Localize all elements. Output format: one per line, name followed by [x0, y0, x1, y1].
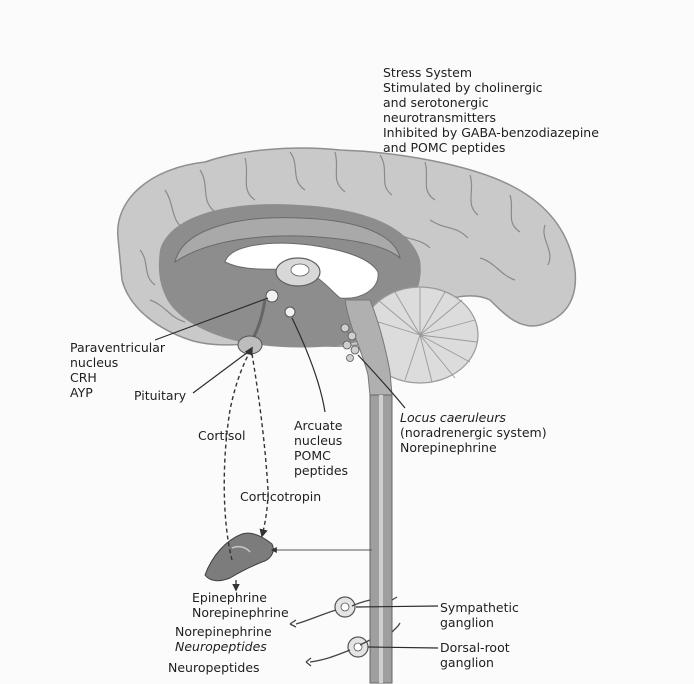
dorsal-root-ganglion-label: Dorsal-root ganglion [440, 640, 510, 670]
adrenal-output-label: Epinephrine Norepinephrine [192, 590, 289, 620]
corticotropin-label: Corticotropin [240, 489, 321, 504]
caption-line: neurotransmitters [383, 110, 599, 125]
sympathetic-ganglion-label: Sympathetic ganglion [440, 600, 519, 630]
neuropeptides-label: Neuropeptides [168, 660, 260, 675]
caption-line: Stimulated by cholinergic [383, 80, 599, 95]
caption-line: and serotonergic [383, 95, 599, 110]
pituitary-label: Pituitary [134, 388, 186, 403]
cortisol-label: Cortisol [198, 428, 246, 443]
nerve-output-label: Norepinephrine Neuropeptides [175, 624, 272, 654]
caption-line: Inhibited by GABA-benzodiazepine [383, 125, 599, 140]
paraventricular-nucleus [266, 290, 278, 302]
sympathetic-ganglion [335, 597, 355, 617]
stress-system-title: Stress System [383, 65, 599, 80]
cortisol-feedback-path [224, 348, 252, 560]
stress-system-caption: Stress System Stimulated by cholinergic … [383, 65, 599, 155]
adrenal-gland [205, 533, 273, 581]
caption-line: and POMC peptides [383, 140, 599, 155]
dorsal-root-ganglion [348, 637, 368, 657]
corticotropin-path [252, 354, 268, 536]
arcuate-label: Arcuate nucleus POMC peptides [294, 418, 348, 478]
arcuate-nucleus [285, 307, 295, 317]
locus-caeruleus-label: Locus caeruleurs (noradrenergic system) … [400, 410, 547, 455]
